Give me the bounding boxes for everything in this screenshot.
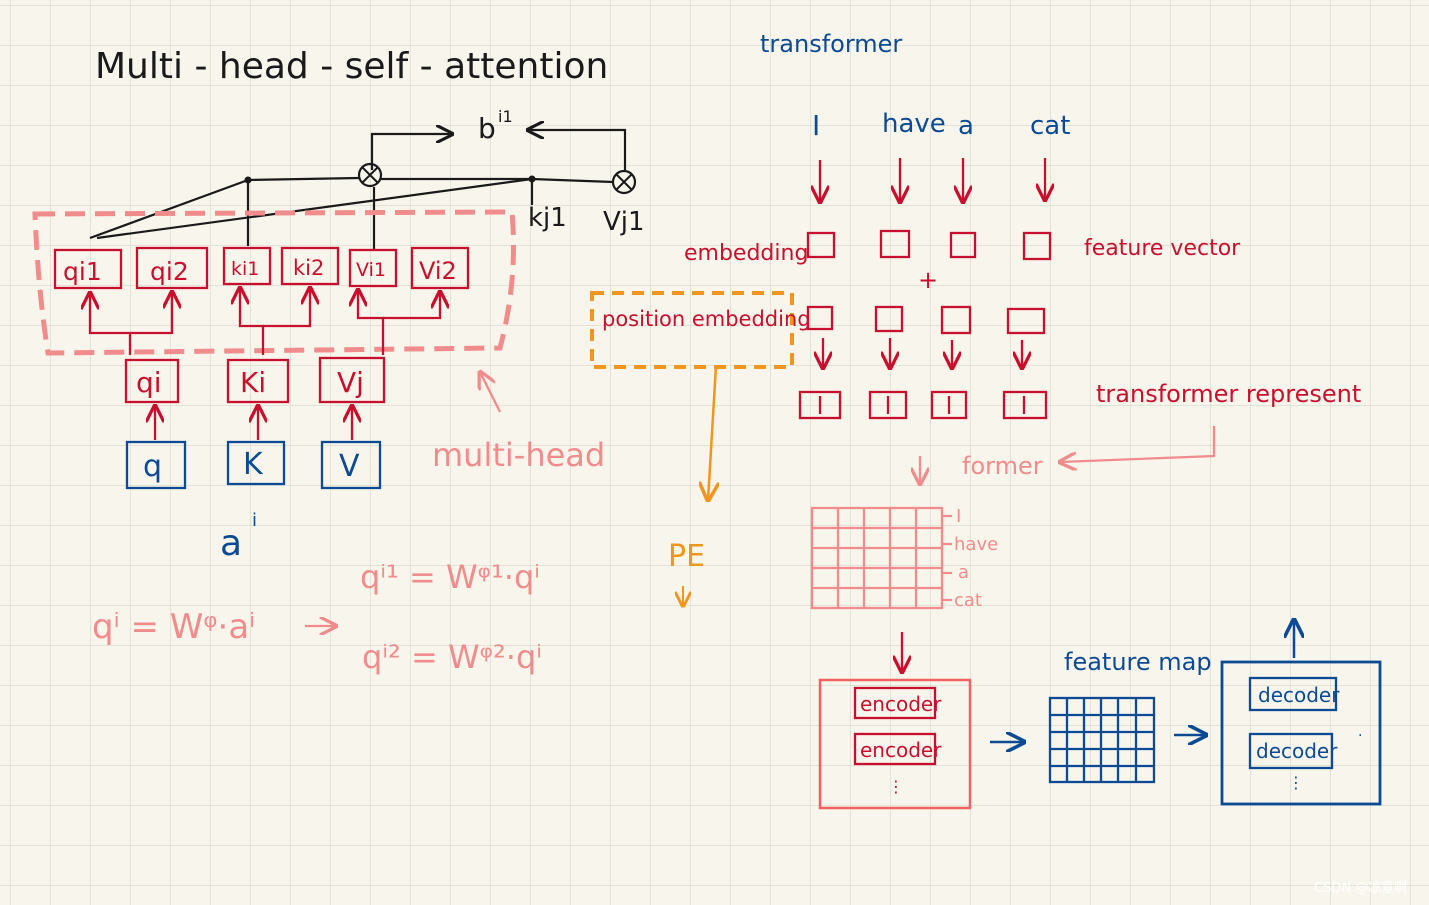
label-vj1: Vj1	[603, 207, 645, 237]
formula-qi1: qⁱ¹ = Wᵠ¹·qⁱ	[360, 558, 540, 596]
watermark: CSDN @凉意啊	[1314, 880, 1407, 896]
label-feature-vector: feature vector	[1084, 236, 1241, 261]
matrix-label-2: a	[958, 562, 969, 583]
box-ki: Ki	[240, 366, 266, 399]
multiply-node-1	[357, 162, 383, 188]
represent-boxes	[798, 390, 1048, 420]
head-v-i2: Vi2	[419, 257, 457, 285]
position-boxes	[806, 305, 1046, 335]
projected-boxes	[124, 356, 386, 404]
decoder-stack	[1220, 660, 1382, 806]
pe-arrow	[708, 365, 716, 500]
box-v: V	[339, 449, 360, 484]
encoder-box-1	[853, 686, 937, 720]
head-v-i1: Vi1	[356, 259, 386, 281]
arrow-to-output-right	[528, 130, 627, 170]
decoder-box-1	[1248, 676, 1338, 712]
position-embedding-box	[590, 291, 794, 369]
head-k-i1: ki1	[231, 258, 259, 280]
position-arrows	[823, 338, 1022, 368]
label-position-embedding: position embedding	[602, 307, 811, 331]
encoder-ellipsis: ⋮	[888, 777, 904, 796]
label-kj1: kj1	[528, 203, 567, 233]
label-transformer: transformer	[760, 30, 902, 58]
decoder-ellipsis-side: ·	[1358, 728, 1362, 744]
dot-node-1	[244, 176, 252, 184]
head-q-i1: qi1	[63, 257, 102, 286]
token-2: a	[958, 111, 974, 141]
title-multihead: Multi - head - self - attention	[95, 46, 608, 87]
matrix-label-3: cat	[954, 590, 982, 611]
plus-sign: +	[918, 266, 938, 294]
decoder-ellipsis: ⋮	[1288, 773, 1304, 792]
label-ai-sup: i	[252, 510, 257, 531]
box-qi: qi	[136, 366, 162, 399]
label-pe: PE	[668, 539, 705, 574]
label-ai: a	[220, 523, 242, 564]
input-boxes	[125, 440, 382, 490]
decoder-box-2	[1248, 732, 1334, 770]
encoder-box-2	[853, 732, 937, 766]
token-matrix	[810, 506, 952, 610]
former-arrow	[1060, 426, 1216, 462]
feature-map-grid	[1048, 696, 1156, 784]
dot-node-2	[528, 175, 536, 183]
split-arrows	[90, 288, 440, 355]
token-arrows	[820, 158, 1045, 202]
box-vi: Vj	[337, 366, 364, 399]
matrix-label-1: have	[954, 534, 998, 555]
head-q-i2: qi2	[150, 257, 189, 286]
token-0: I	[812, 109, 820, 142]
head-k-i2: ki2	[293, 256, 324, 280]
label-former: former	[962, 452, 1043, 480]
output-b: b	[478, 112, 496, 145]
decoder-label-2: decoder	[1256, 739, 1338, 763]
arrow-to-output-left	[370, 134, 452, 170]
formula-qi: qⁱ = Wᵠ·aⁱ	[92, 607, 255, 647]
head-boxes	[53, 246, 470, 290]
multihead-arrow	[480, 372, 502, 413]
token-3: cat	[1030, 111, 1070, 141]
decoder-label-1: decoder	[1258, 683, 1340, 707]
output-b-sup: i1	[498, 107, 513, 126]
embedding-boxes	[806, 229, 1052, 261]
input-to-projected-arrows	[155, 406, 352, 440]
box-q: q	[143, 449, 162, 484]
multihead-dashed-region	[32, 209, 516, 356]
label-feature-map: feature map	[1064, 648, 1212, 676]
encoder-label-1: encoder	[860, 692, 942, 716]
label-multihead: multi-head	[432, 436, 605, 474]
formula-qi2: qⁱ² = Wᵠ²·qⁱ	[362, 638, 542, 676]
box-k: K	[243, 447, 264, 482]
token-1: have	[882, 109, 946, 139]
label-transformer-represent: transformer represent	[1096, 380, 1361, 408]
encoder-stack	[818, 678, 972, 810]
encoder-label-2: encoder	[860, 738, 942, 762]
label-embedding: embedding	[684, 241, 808, 266]
matrix-label-0: I	[956, 506, 961, 527]
